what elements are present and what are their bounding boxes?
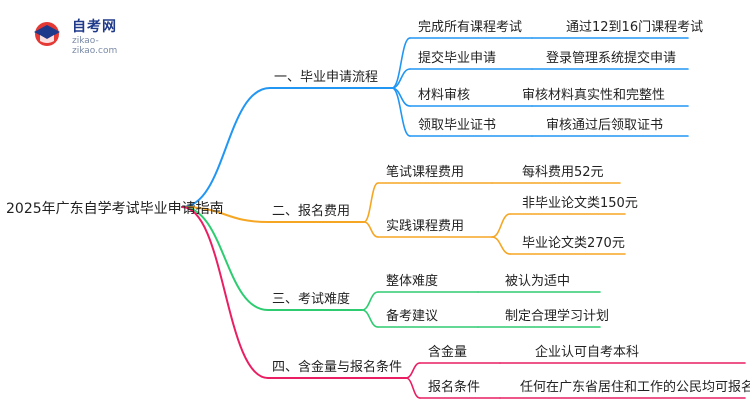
child-label-3-2: 备考建议 (386, 308, 438, 324)
child-label-4-2: 报名条件 (428, 379, 480, 395)
edge-branch-child-1-4 (391, 87, 411, 137)
edge-child-detail-2-2-2 (491, 236, 511, 255)
detail-label-2-2-1: 非毕业论文类150元 (522, 196, 638, 211)
site-logo[interactable]: 自考网 zikao-zikao.com (30, 14, 140, 56)
branch-label-2: 二、报名费用 (272, 203, 350, 219)
edge-root-branch-4 (181, 206, 269, 379)
detail-label-4-1: 企业认可自考本科 (535, 344, 639, 360)
detail-label-1-4: 审核通过后领取证书 (546, 118, 663, 133)
branch-label-1: 一、毕业申请流程 (274, 70, 378, 85)
detail-label-3-1: 被认为适中 (505, 274, 570, 289)
edge-branch-child-3-1 (361, 291, 379, 311)
edge-root-branch-1 (181, 87, 271, 208)
detail-label-3-2: 制定合理学习计划 (505, 308, 609, 324)
branch-label-4: 四、含金量与报名条件 (272, 359, 402, 375)
logo-url: zikao-zikao.com (72, 36, 118, 56)
child-label-1-3: 材料审核 (418, 88, 470, 103)
edge-branch-child-1-2 (391, 68, 411, 89)
child-label-2-2: 实践课程费用 (386, 219, 464, 234)
detail-label-1-2: 登录管理系统提交申请 (546, 50, 676, 66)
child-label-2-1: 笔试课程费用 (386, 164, 464, 180)
branch-label-3: 三、考试难度 (272, 291, 350, 307)
detail-label-2-1-1: 每科费用52元 (522, 164, 604, 180)
mind-map-edges (181, 37, 746, 399)
edge-branch-child-2-2 (363, 221, 379, 238)
child-label-1-4: 领取毕业证书 (418, 118, 496, 133)
edge-branch-child-3-2 (361, 309, 379, 328)
detail-label-1-1: 通过12到16门课程考试 (566, 20, 703, 35)
edge-child-detail-2-2-1 (491, 213, 511, 238)
edge-branch-child-4-1 (405, 362, 421, 379)
child-label-1-1: 完成所有课程考试 (418, 20, 522, 35)
mind-map-labels: 2025年广东自学考试毕业申请指南 一、毕业申请流程 完成所有课程考试 通过12到16… (6, 20, 750, 395)
edge-branch-child-1-1 (391, 37, 411, 89)
child-label-3-1: 整体难度 (386, 273, 438, 289)
graduation-cap-icon (34, 22, 60, 46)
edge-branch-child-4-2 (405, 377, 421, 399)
edge-root-branch-2 (181, 206, 269, 223)
detail-label-2-2-2: 毕业论文类270元 (522, 236, 625, 251)
child-label-4-1: 含金量 (428, 344, 467, 360)
root-node-label: 2025年广东自学考试毕业申请指南 (6, 201, 224, 217)
logo-title: 自考网 (72, 19, 117, 35)
child-label-1-2: 提交毕业申请 (418, 50, 496, 66)
detail-label-4-2: 任何在广东省居住和工作的公民均可报名 (520, 379, 750, 395)
edge-root-branch-3 (181, 206, 269, 311)
edge-branch-child-2-1 (363, 182, 379, 223)
detail-label-1-3: 审核材料真实性和完整性 (522, 88, 665, 103)
